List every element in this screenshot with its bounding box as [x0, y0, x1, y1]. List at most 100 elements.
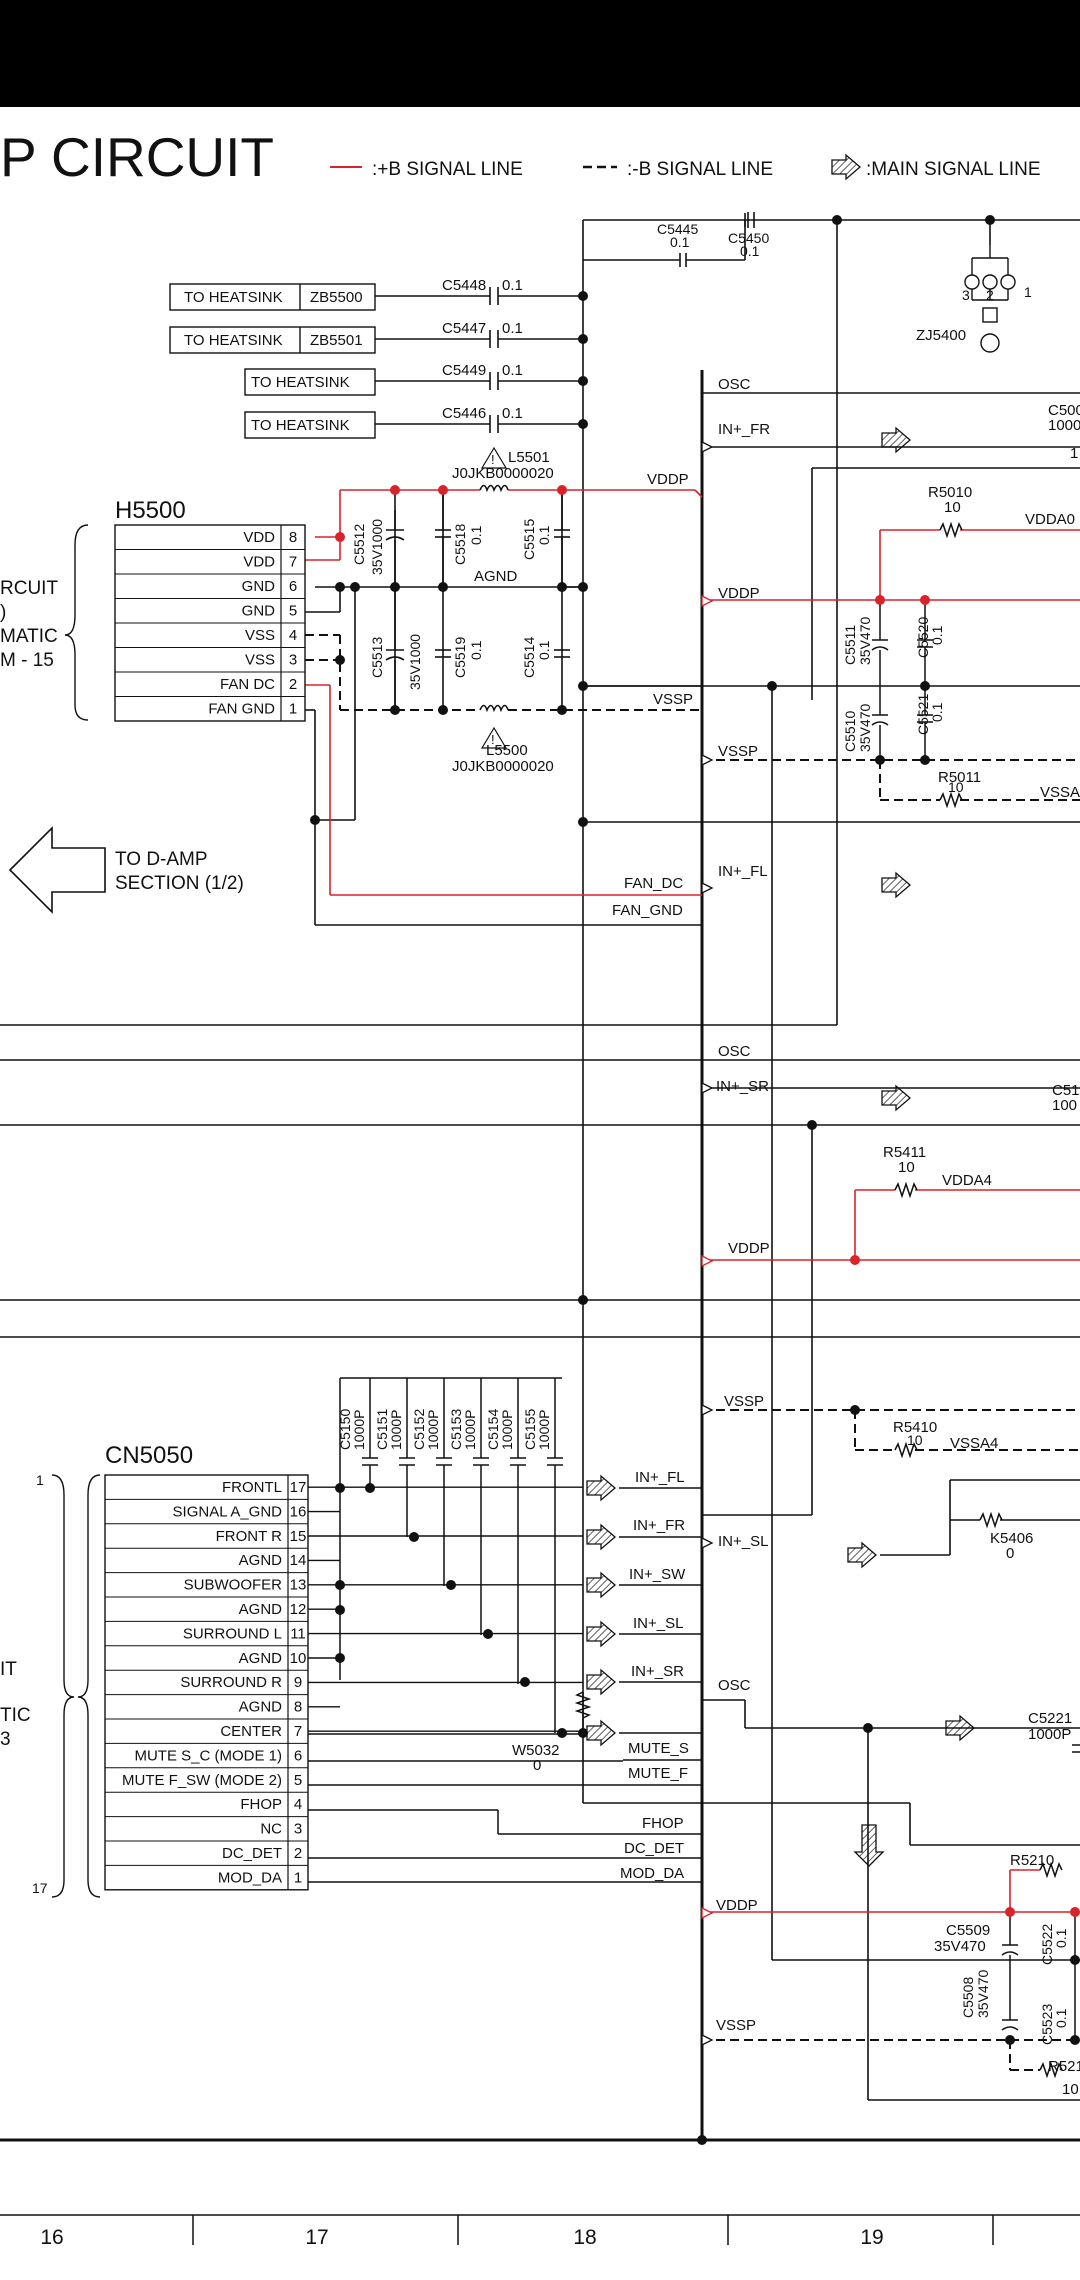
l5500-ref: L5500	[486, 742, 528, 759]
net-in-sw: IN+_SW	[629, 1566, 686, 1583]
bus-end-dot	[697, 2135, 707, 2145]
h5500-pin-number: 3	[289, 652, 297, 669]
r521-ref: R521	[1048, 2058, 1080, 2075]
net-osc-3: OSC	[718, 1677, 751, 1694]
junction-dot	[335, 1580, 345, 1590]
c5449-val: 0.1	[502, 362, 523, 379]
cn5050-pin-name: CENTER	[220, 1723, 282, 1740]
junction-dot	[438, 582, 448, 592]
junction-dot	[875, 755, 885, 765]
cn5050-ref: CN5050	[105, 1442, 193, 1469]
cn5050-brace-inner	[77, 1474, 101, 1898]
c5522-val: 0.1	[1053, 1928, 1069, 1948]
net-mute-f: MUTE_F	[628, 1765, 688, 1782]
net-fan-gnd: FAN_GND	[612, 902, 683, 919]
heatsink-box-1	[169, 283, 376, 311]
c5445-val: 0.1	[670, 234, 690, 250]
cn5050-pin-name: MUTE F_SW (MODE 2)	[122, 1772, 282, 1789]
c5518-ref: C5518	[452, 524, 468, 565]
main-signal-arrow-icon	[831, 154, 861, 180]
cn5050-pin-number: 7	[294, 1723, 302, 1740]
left-partial2-3: 3	[0, 1729, 11, 1750]
heatsink-ref-2: ZB5501	[310, 332, 363, 349]
junction-dot	[335, 582, 345, 592]
right-components	[871, 521, 1080, 2079]
cn-cap-val: 1000P	[499, 1410, 515, 1450]
heatsink-boxes	[169, 283, 376, 439]
r5410-ref: R5410	[893, 1419, 937, 1436]
c5519-ref: C5519	[452, 637, 468, 678]
l5500-part: J0JKB0000020	[452, 758, 554, 775]
junction-dot	[557, 582, 567, 592]
cn-cap-ref: C5150	[337, 1409, 353, 1450]
junction-dot	[446, 1580, 456, 1590]
junction-dot-red	[557, 485, 567, 495]
net-mod-da: MOD_DA	[620, 1865, 684, 1882]
net-vddp-3: VDDP	[728, 1240, 770, 1257]
h5500-pin-name: VDD	[243, 554, 275, 571]
junction-dot	[1070, 1955, 1080, 1965]
r5411-ref: R5411	[883, 1144, 926, 1161]
c5515-val: 0.1	[536, 525, 552, 545]
grid-number-17: 17	[305, 2226, 328, 2249]
warning-mark-2: !	[491, 732, 495, 747]
c5449-ref: C5449	[442, 362, 486, 379]
junction-dot	[578, 817, 588, 827]
k5406-ref: K5406	[990, 1530, 1033, 1547]
junction-dots	[310, 215, 1080, 2145]
heatsink-box-2	[169, 326, 376, 354]
h5500-pin-number: 4	[289, 627, 297, 644]
c5509-ref: C5509	[946, 1922, 990, 1939]
zj-p2: 2	[986, 287, 994, 303]
net-in-sl-2: IN+_SL	[633, 1615, 683, 1632]
cn5050-pin-name: DC_DET	[222, 1845, 282, 1862]
net-vssp-1: VSSP	[653, 691, 693, 708]
vssa: VSSA	[1040, 784, 1080, 801]
w5032-val: 0	[533, 1757, 541, 1774]
cn5050-pin-name: SURROUND R	[180, 1674, 282, 1691]
heatsink-ref-1: ZB5500	[310, 289, 363, 306]
cn5050-pin-number: 17	[290, 1479, 307, 1496]
c5511-ref: C5511	[842, 625, 858, 665]
cn-cap-val: 1000P	[388, 1410, 404, 1450]
to-d-amp-arrow-icon	[8, 826, 106, 914]
c5520-val: 0.1	[929, 625, 945, 645]
junction-dot	[365, 1483, 375, 1493]
c5511-val: 35V470	[857, 617, 873, 665]
junction-dot	[578, 419, 588, 429]
junction-dot	[335, 1605, 345, 1615]
cn5050-pin-name: SIGNAL A_GND	[173, 1503, 283, 1520]
h5500-pin-name: VDD	[243, 529, 275, 546]
net-fhop: FHOP	[642, 1815, 684, 1832]
cn5050-pin-name: SUBWOOFER	[184, 1577, 283, 1594]
junction-dot	[483, 1629, 493, 1639]
junction-dot-red	[1070, 1907, 1080, 1917]
net-vssp-3: VSSP	[724, 1393, 764, 1410]
down-signal-arrow-icon	[853, 1824, 885, 1867]
cn5050-pin-number: 4	[294, 1796, 302, 1813]
c5514-ref: C5514	[521, 637, 537, 678]
l5501-ref: L5501	[508, 449, 550, 466]
r5011-val: 10	[948, 779, 964, 795]
vdda4: VDDA4	[942, 1172, 992, 1189]
left-partial-4: M - 15	[0, 650, 54, 671]
net-in-fl-2: IN+_FL	[635, 1469, 685, 1486]
cn5050-pin-number: 14	[290, 1552, 307, 1569]
c5518-val: 0.1	[468, 525, 484, 545]
bracket-num-top: 1	[36, 1472, 44, 1488]
d-amp-text-1: TO D-AMP	[115, 849, 208, 870]
cn-cap-ref: C5154	[485, 1409, 501, 1450]
junction-dot	[557, 705, 567, 715]
net-vssp-2: VSSP	[718, 743, 758, 760]
junction-dot	[578, 1728, 588, 1738]
legend-plus-b: :+B SIGNAL LINE	[372, 159, 523, 180]
grid-number-19: 19	[860, 2226, 883, 2249]
c5221-val: 1000P	[1028, 1726, 1071, 1743]
cn5050-pin-name: MOD_DA	[218, 1869, 282, 1886]
warning-icon	[480, 446, 508, 749]
junction-dot	[350, 582, 360, 592]
black-bus-marks	[701, 440, 714, 2047]
net-vddp-1: VDDP	[647, 471, 689, 488]
